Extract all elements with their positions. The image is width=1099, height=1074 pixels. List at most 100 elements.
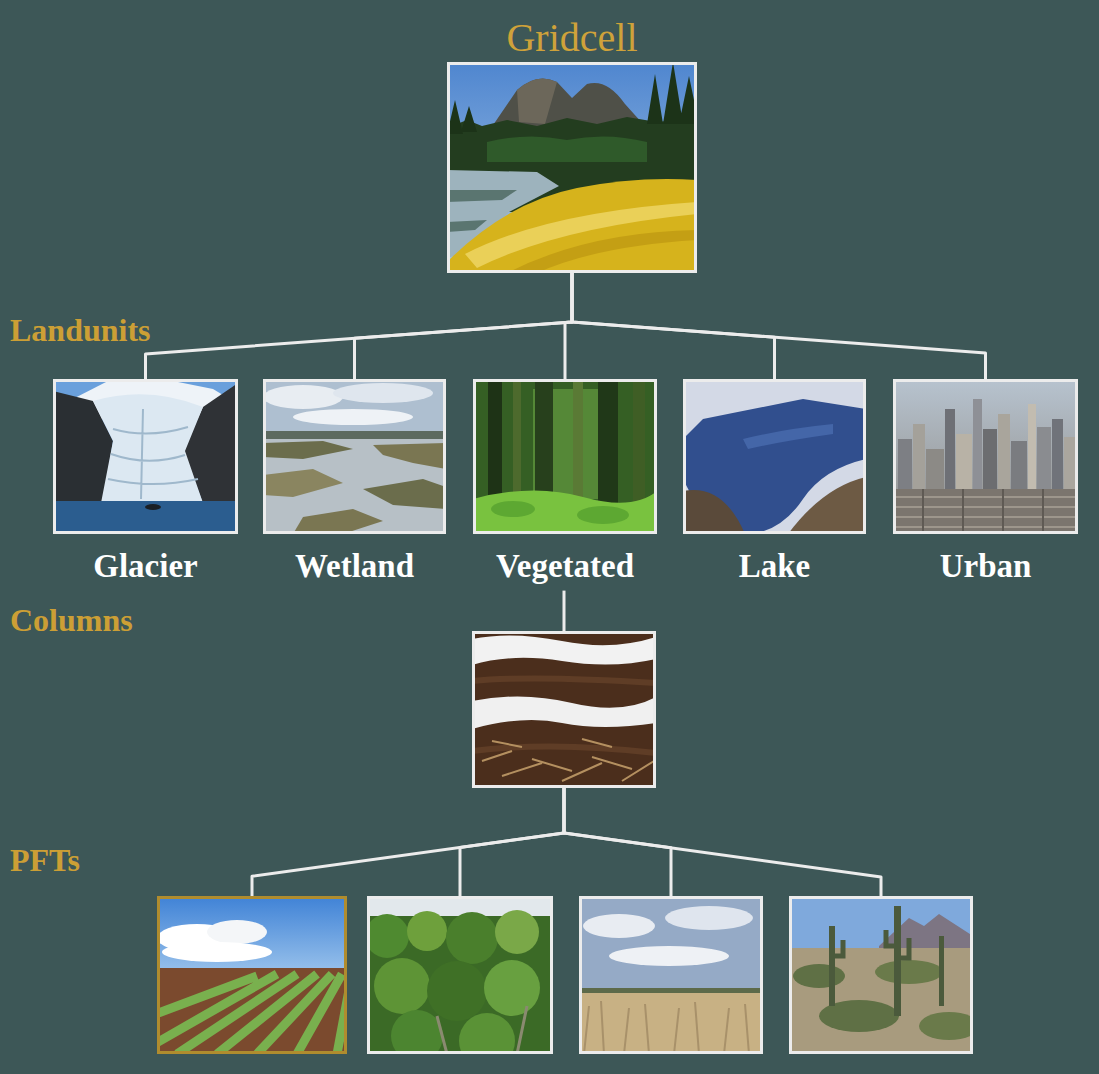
photo-frame <box>157 896 347 1054</box>
urban-photo-shape <box>893 497 1078 527</box>
crop-photo-shape <box>207 920 267 944</box>
glacier-photo <box>53 379 238 534</box>
wetland-photo-shape <box>263 379 446 534</box>
desert-photo-shape <box>939 936 944 1006</box>
landunit-box: Vegetated <box>473 379 657 587</box>
grass-photo-shape <box>579 896 763 1054</box>
landunit-box: Urban <box>893 379 1078 587</box>
column-photo <box>472 631 656 788</box>
desert-photo-shape <box>835 940 843 956</box>
gridcell-photo-shape <box>447 62 697 273</box>
gridcell-photo-shape <box>447 179 697 273</box>
glacier-photo-shape <box>53 379 238 534</box>
wetland-photo-shape <box>263 439 446 534</box>
landunit-label: Lake <box>739 547 811 587</box>
forest-photo-shape <box>374 958 430 1014</box>
landunit-box: Wetland <box>263 379 446 587</box>
wetland-photo-shape <box>263 441 353 459</box>
lake-photo-shape <box>743 424 833 449</box>
grass-photo-shape <box>584 1001 749 1054</box>
desert-photo-shape <box>919 1012 979 1040</box>
photo-frame <box>447 62 697 273</box>
landunit-label: Urban <box>940 547 1032 587</box>
gridcell-photo-shape <box>487 136 647 162</box>
lake-photo <box>683 379 866 534</box>
column-photo-shape <box>472 631 656 788</box>
desert-photo-shape <box>875 960 943 984</box>
grass-photo-shape <box>609 946 729 966</box>
photo-frame <box>473 379 657 534</box>
forest-photo-shape <box>437 1006 527 1054</box>
tree-connector <box>146 273 573 379</box>
pft-box <box>579 896 763 1054</box>
glacier-photo-shape <box>53 501 238 534</box>
lake-photo-shape <box>683 379 866 534</box>
gridcell-title: Gridcell <box>506 16 637 60</box>
wetland-photo-shape <box>293 509 383 534</box>
urban-photo-shape <box>893 379 1078 534</box>
gridcell-box: Gridcell <box>447 16 697 273</box>
desert-photo-shape <box>894 906 901 1016</box>
glacier-photo-shape <box>145 504 161 510</box>
wetland-photo <box>263 379 446 534</box>
tree-connector <box>564 788 671 896</box>
grass-photo-shape <box>579 993 763 1054</box>
vegetated-photo-shape <box>473 379 657 534</box>
wetland-photo-shape <box>263 431 446 439</box>
level-label-holder: PFTs <box>10 842 80 879</box>
landunit-label: Vegetated <box>496 547 634 587</box>
desert-photo <box>789 896 979 1054</box>
tree-connector <box>460 788 564 896</box>
forest-photo-shape <box>459 1013 515 1069</box>
photo-frame <box>472 631 656 788</box>
level-label: PFTs <box>10 842 80 878</box>
gridcell-photo-shape <box>507 230 697 273</box>
urban-photo-shape <box>893 489 1078 534</box>
level-label-holder: Columns <box>10 602 133 639</box>
wetland-photo-shape <box>373 443 446 469</box>
wetland-photo-shape <box>263 469 343 497</box>
crop-photo-shape <box>97 974 352 1054</box>
crop-photo <box>97 896 352 1054</box>
gridcell-photo-shape <box>447 62 699 134</box>
urban-photo-shape <box>923 489 1043 534</box>
level-label: Columns <box>10 602 133 638</box>
vegetated-photo-shape <box>491 501 535 517</box>
level-label-holder: Landunits <box>10 312 151 349</box>
lake-photo-shape <box>683 490 745 534</box>
wetland-photo-shape <box>333 383 433 403</box>
gridcell-photo-shape <box>517 78 557 124</box>
grass-photo <box>579 896 763 1054</box>
landunit-box: Lake <box>683 379 866 587</box>
vegetated-photo-shape <box>473 490 657 534</box>
pft-box <box>157 896 347 1054</box>
column-photo-shape <box>482 739 654 781</box>
photo-frame <box>683 379 866 534</box>
landunit-box: Glacier <box>53 379 238 587</box>
glacier-photo-shape <box>93 394 203 503</box>
tree-connector <box>564 788 881 896</box>
forest-photo-shape <box>427 961 487 1021</box>
glacier-photo-shape <box>108 409 198 499</box>
tree-connector <box>563 591 566 631</box>
photo-frame <box>367 896 553 1054</box>
forest-photo-shape <box>484 960 540 1016</box>
tree-connector <box>252 788 564 896</box>
tree-connector <box>572 273 986 379</box>
column-photo-shape <box>472 696 656 729</box>
grass-photo-shape <box>583 914 655 938</box>
crop-photo-shape <box>157 896 347 976</box>
wetland-photo-shape <box>293 409 413 425</box>
wetland-photo-shape <box>263 385 343 409</box>
photo-frame <box>53 379 238 534</box>
gridcell-photo <box>447 62 699 273</box>
desert-photo-shape <box>886 930 909 958</box>
landunit-label: Wetland <box>295 547 414 587</box>
desert-photo-shape <box>793 964 845 988</box>
forest-photo-shape <box>365 914 409 958</box>
lake-photo-shape <box>788 477 866 534</box>
landunit-label: Glacier <box>93 547 197 587</box>
